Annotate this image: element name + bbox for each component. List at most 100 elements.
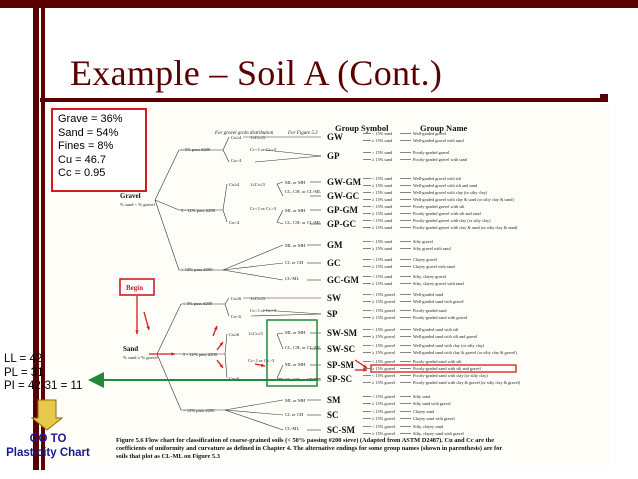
group-symbol-gp-gm: GP-GM bbox=[327, 205, 358, 215]
left-border-bar bbox=[33, 0, 39, 470]
soil-prop-cu: Cu = 46.7 bbox=[58, 153, 107, 166]
row-condition: < 15% sand bbox=[372, 257, 393, 262]
tree-branch bbox=[222, 209, 228, 223]
col-group-symbol: Group Symbol bbox=[335, 123, 389, 133]
header-figure: For Figure 5.3 bbox=[287, 131, 318, 136]
branch-condition-8: Cc<1 or Cc>3 bbox=[250, 206, 277, 211]
group-symbol-gw: GW bbox=[327, 132, 343, 142]
tree-branch bbox=[154, 199, 180, 211]
branch-condition-24: Cu<6 bbox=[229, 376, 240, 381]
tree-branch bbox=[222, 262, 284, 271]
group-symbol-sp-sc: SP-SC bbox=[327, 374, 352, 384]
row-group-name: Silty, clayey sand with gravel bbox=[413, 431, 464, 437]
tree-branch bbox=[222, 183, 228, 211]
caption-line-1: Figure 5.6 Flow chart for classification… bbox=[116, 437, 494, 444]
row-condition: ≥ 15% sand bbox=[372, 157, 393, 162]
row-condition: ≥ 15% gravel bbox=[372, 431, 396, 436]
branch-condition-15: Cu≥6 bbox=[231, 296, 242, 301]
row-condition: < 15% gravel bbox=[372, 308, 396, 313]
row-group-name: Well-graded gravel with sand bbox=[413, 138, 464, 143]
branch-condition-2: Cc<1 or Cc>3 bbox=[250, 147, 277, 152]
left-border-bar-inner bbox=[41, 0, 45, 470]
row-group-name: Silty, clayey gravel bbox=[413, 274, 447, 280]
row-group-name: Poorly-graded gravel with silt bbox=[413, 204, 465, 209]
row-condition: ≥ 15% sand bbox=[372, 183, 393, 188]
selected-row-highlight bbox=[370, 364, 517, 373]
row-condition: ≥ 15% gravel bbox=[372, 334, 396, 339]
tree-branch bbox=[224, 353, 228, 379]
row-group-name: Poorly-graded gravel with sand bbox=[413, 157, 468, 162]
row-group-name: Silty sand with gravel bbox=[413, 401, 451, 406]
row-group-name: Silty, clayey sand bbox=[413, 424, 444, 430]
tree-branch bbox=[276, 377, 284, 380]
row-group-name: Poorly-graded sand with silt bbox=[413, 359, 462, 364]
row-condition: < 15% sand bbox=[372, 176, 393, 181]
sand-node: Sand bbox=[123, 345, 138, 353]
tree-branch bbox=[276, 221, 284, 225]
row-group-name: Poorly-graded gravel with clay (or silty… bbox=[413, 218, 491, 223]
soil-prop-fines: Fines = 8% bbox=[58, 140, 114, 152]
tree-branch bbox=[254, 155, 322, 163]
group-symbol-gc-gm: GC-GM bbox=[327, 275, 359, 285]
branch-condition-9: Cu<4 bbox=[229, 220, 240, 225]
branch-condition-19: Cu≥6 bbox=[229, 332, 240, 337]
row-group-name: Silty gravel with sand bbox=[413, 246, 451, 251]
row-group-name: Poorly-graded gravel with silt and sand bbox=[413, 211, 482, 216]
branch-condition-25: ML or MH bbox=[285, 362, 306, 367]
row-condition: ≥ 15% gravel bbox=[372, 350, 396, 355]
row-condition: ≥ 15% gravel bbox=[372, 315, 396, 320]
row-condition: ≥ 15% sand bbox=[372, 264, 393, 269]
branch-condition-18: Cu<6 bbox=[231, 314, 242, 319]
group-symbol-sp: SP bbox=[327, 309, 338, 319]
row-group-name: Well-graded gravel with silt bbox=[413, 176, 462, 181]
row-condition: < 15% sand bbox=[372, 204, 393, 209]
col-group-name: Group Name bbox=[420, 123, 468, 133]
row-condition: ≥ 15% sand bbox=[372, 246, 393, 251]
row-condition: < 15% gravel bbox=[372, 359, 396, 364]
goto-plasticity-chart-button[interactable]: GO TO Plasticity Chart bbox=[2, 432, 94, 460]
row-group-name: Well-graded gravel with silt and sand bbox=[413, 183, 478, 188]
row-condition: < 15% sand bbox=[372, 274, 393, 279]
row-group-name: Well-graded sand with gravel bbox=[413, 299, 464, 304]
red-arrow-head bbox=[261, 363, 265, 367]
branch-condition-0: Cu≥4 bbox=[231, 135, 242, 140]
plasticity-chart-label: Plasticity Chart bbox=[6, 447, 90, 459]
row-condition: < 15% gravel bbox=[372, 373, 396, 378]
row-condition: ≥ 15% gravel bbox=[372, 380, 396, 385]
row-group-name: Silty gravel bbox=[413, 239, 434, 244]
branch-condition-5: 1≤Cc≤3 bbox=[250, 182, 265, 187]
header-gravel-distribution: For gravel grain distribution bbox=[214, 131, 274, 136]
row-group-name: Poorly-graded sand bbox=[413, 308, 447, 313]
row-condition: ≥ 15% gravel bbox=[372, 366, 396, 371]
row-group-name: Clayey gravel bbox=[413, 257, 438, 262]
row-group-name: Poorly-graded sand with clay & gravel (o… bbox=[413, 380, 521, 385]
branch-condition-27: ML or MH bbox=[285, 398, 306, 403]
fines-range-5: > 12% pass #200 bbox=[183, 408, 215, 413]
row-group-name: Clayey sand bbox=[413, 409, 435, 414]
row-group-name: Well-graded sand with clay (or silty cla… bbox=[413, 343, 485, 348]
group-symbol-gp-gc: GP-GC bbox=[327, 219, 356, 229]
branch-condition-3: Cu<4 bbox=[231, 158, 242, 163]
branch-condition-23: Cc<1 or Cc>3 bbox=[248, 358, 275, 363]
gravel-condition: % sand < % gravel bbox=[120, 202, 155, 207]
group-symbol-sp-sm: SP-SM bbox=[327, 360, 355, 370]
row-group-name: Well-graded sand bbox=[413, 292, 444, 297]
tree-branch bbox=[224, 409, 284, 416]
row-condition: ≥ 15% sand bbox=[372, 281, 393, 286]
tree-branch bbox=[156, 353, 182, 411]
tree-branch bbox=[262, 309, 322, 315]
flow-lines bbox=[154, 133, 411, 434]
fines-range-2: > 12% pass #200 bbox=[181, 267, 213, 272]
row-condition: ≥ 15% sand bbox=[372, 138, 393, 143]
red-arrow-head bbox=[219, 364, 223, 368]
begin-label: Begin bbox=[126, 284, 143, 292]
tree-branch bbox=[276, 183, 284, 197]
branch-condition-11: CL, CH, or CL-ML bbox=[285, 220, 321, 226]
branch-condition-13: CL or CH bbox=[285, 260, 304, 265]
row-condition: < 15% sand bbox=[372, 218, 393, 223]
fines-range-0: < 5% pass #200 bbox=[181, 147, 211, 152]
row-condition: < 15% sand bbox=[372, 131, 393, 136]
tree-branch bbox=[264, 149, 322, 157]
row-condition: ≥ 15% gravel bbox=[372, 416, 396, 421]
